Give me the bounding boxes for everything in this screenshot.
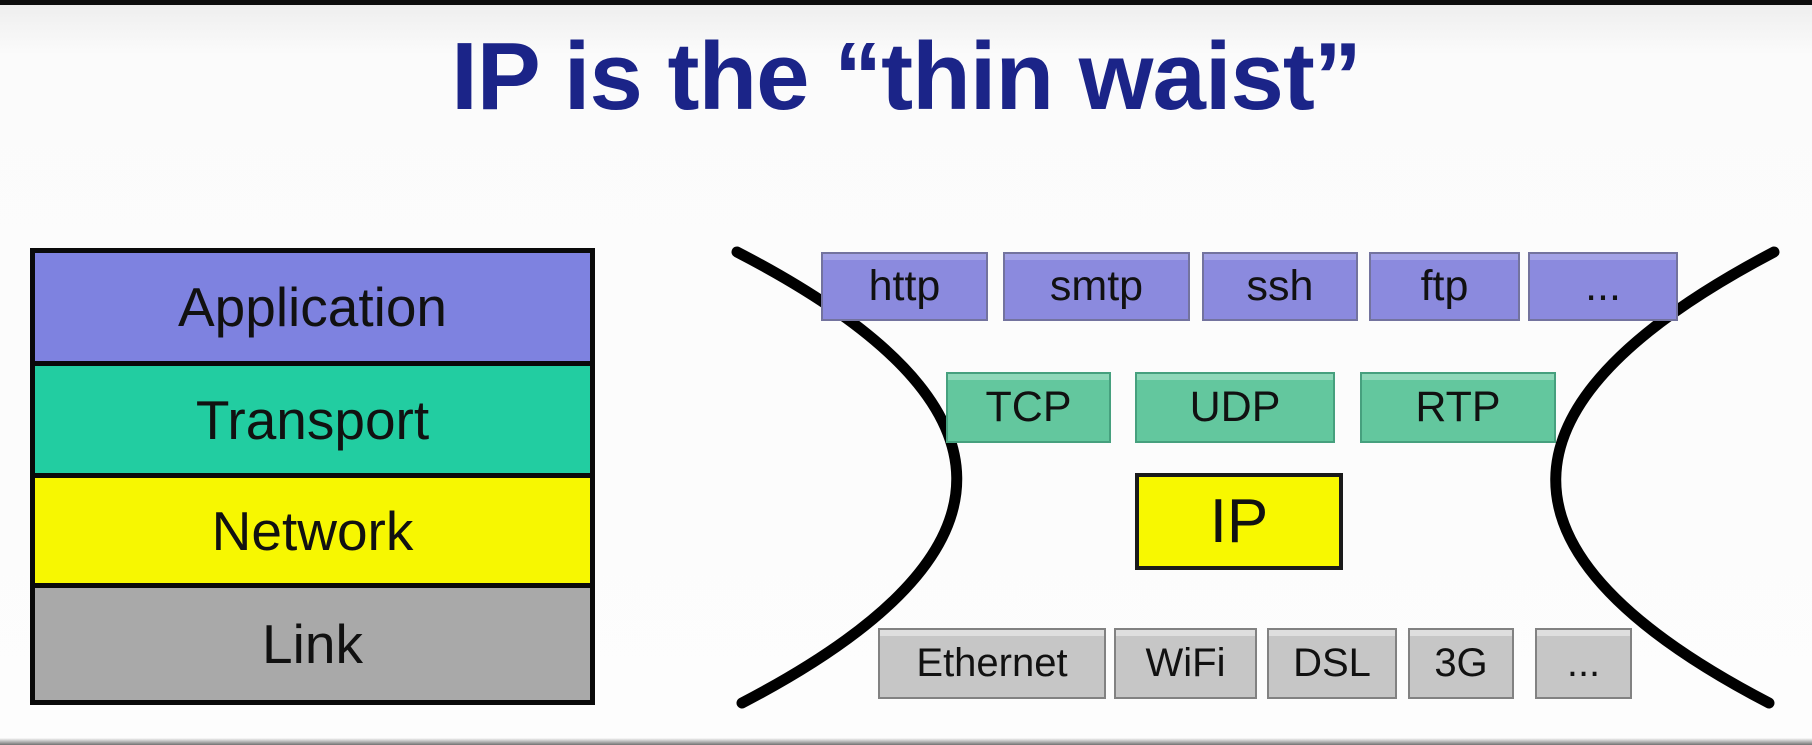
stack-layer-label: Network xyxy=(211,499,414,562)
bottom-border-fade xyxy=(0,738,1812,745)
stack-layer-transport: Transport xyxy=(30,361,595,478)
ip-waist-label: IP xyxy=(1209,487,1269,556)
stack-layer-application: Application xyxy=(30,248,595,366)
app-protocol-label: smtp xyxy=(1049,262,1144,310)
link-tech-label: Ethernet xyxy=(916,641,1068,685)
link-tech-label: ... xyxy=(1566,641,1601,685)
link-tech-box-ethernet: Ethernet xyxy=(878,628,1106,699)
app-protocol-label: ftp xyxy=(1420,262,1469,310)
link-tech-box-3g: 3G xyxy=(1408,628,1514,699)
transport-protocol-box-udp: UDP xyxy=(1135,372,1335,443)
stack-layer-label: Application xyxy=(177,276,448,338)
transport-protocol-label: TCP xyxy=(985,383,1072,431)
link-tech-label: 3G xyxy=(1434,641,1488,685)
transport-protocol-box-tcp: TCP xyxy=(946,372,1111,443)
link-tech-box-dsl: DSL xyxy=(1267,628,1397,699)
top-border-bar xyxy=(0,0,1812,5)
transport-protocol-box-rtp: RTP xyxy=(1360,372,1556,443)
app-protocol-label: http xyxy=(868,262,941,310)
transport-protocol-label: RTP xyxy=(1415,383,1501,431)
ip-waist-box: IP xyxy=(1135,473,1343,570)
link-tech-box-more: ... xyxy=(1535,628,1632,699)
stack-layer-label: Transport xyxy=(195,388,430,451)
stack-layer-link: Link xyxy=(30,583,595,705)
link-tech-label: WiFi xyxy=(1145,641,1226,685)
app-protocol-label: ... xyxy=(1585,262,1621,310)
transport-protocol-label: UDP xyxy=(1189,383,1281,431)
app-protocol-label: ssh xyxy=(1246,262,1314,310)
app-protocol-box-more: ... xyxy=(1528,252,1678,321)
link-tech-label: DSL xyxy=(1293,641,1371,685)
slide-title: IP is the “thin waist” xyxy=(451,23,1362,130)
app-protocol-box-ftp: ftp xyxy=(1369,252,1520,321)
app-protocol-box-ssh: ssh xyxy=(1202,252,1358,321)
stack-layer-label: Link xyxy=(262,613,363,675)
app-protocol-box-http: http xyxy=(821,252,988,321)
app-protocol-box-smtp: smtp xyxy=(1003,252,1190,321)
link-tech-box-wifi: WiFi xyxy=(1114,628,1257,699)
